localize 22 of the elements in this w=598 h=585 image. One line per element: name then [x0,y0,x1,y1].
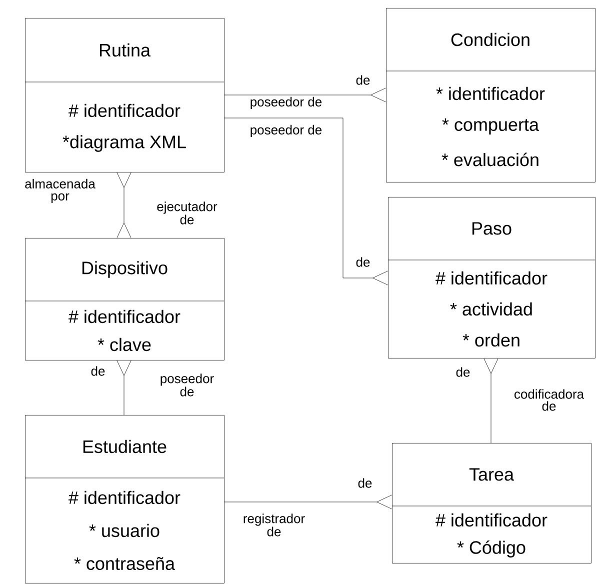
entity-box: Tarea # identificador * Código [392,442,592,564]
edge-label: poseedor de [248,96,324,110]
entity-box: Condicion * identificador * compuerta * evaluación [386,8,596,182]
entity-box: Rutina # identificador *diagrama XML [24,18,224,172]
relationship-line [116,172,132,238]
entity-box: Paso # identificador * actividad * orden [388,196,596,358]
edge-label: poseedor de [156,372,218,398]
role-label: de [358,478,372,488]
entity-box: Estudiante # identificador * usuario * contraseña [24,414,224,584]
edge-label: poseedor de [248,124,324,138]
relationship-line [224,494,392,510]
role-label: almacenada por [25,178,96,204]
entity-box: Dispositivo # identificador * clave [24,238,224,360]
relationship-line [224,88,386,102]
relationship-line [224,118,388,286]
relationship-line [116,360,132,416]
edge-label: registrador de [236,512,312,538]
role-label: de [356,75,370,85]
relationship-line [484,358,498,444]
edge-label: codificadora de [506,388,592,412]
role-label: de [356,257,370,267]
edge-label: ejecutador de [151,200,223,226]
